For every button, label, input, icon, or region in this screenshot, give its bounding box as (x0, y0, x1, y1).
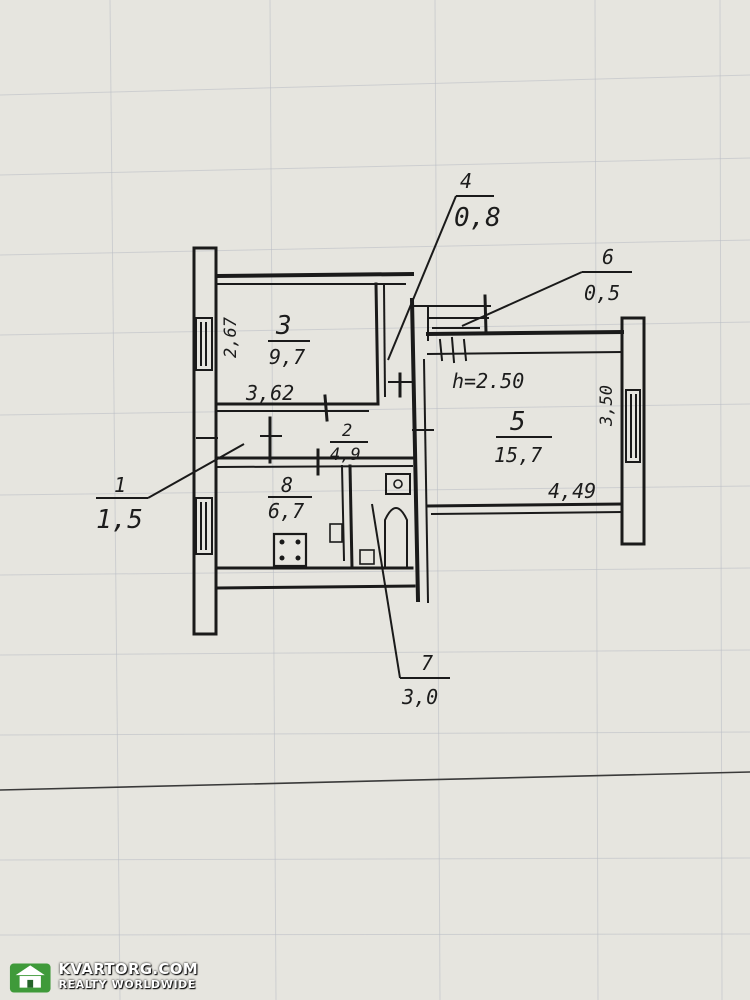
stove-fixture (272, 532, 308, 568)
room-3-area: 9,7 (269, 345, 305, 369)
right-window (625, 389, 641, 463)
left-window-top (195, 317, 213, 371)
watermark-tagline: REALTY WORLDWIDE (58, 978, 197, 991)
room-4-number: 4 (460, 169, 472, 193)
room-3-height-dimension: 2,67 (221, 316, 241, 358)
room-2-number: 2 (342, 421, 352, 441)
sink-fixture (385, 473, 411, 495)
room-7-area: 3,0 (401, 685, 438, 709)
watermark-site-name: KVARTORG.COM (58, 960, 198, 978)
watermark-text: KVARTORG.COM REALTY WORLDWIDE (58, 962, 198, 992)
room-5-width-dimension: 4,49 (548, 479, 596, 503)
room-8-number: 8 (281, 473, 293, 497)
room-1-area: 1,5 (96, 505, 143, 535)
room-1-number: 1 (114, 473, 126, 497)
right-exterior-wall (620, 316, 646, 546)
kvartorg-logo-icon (9, 963, 51, 993)
page-fold-line (0, 771, 750, 791)
left-window-bottom (195, 497, 213, 555)
left-exterior-wall (192, 246, 218, 636)
ceiling-height-label: h=2.50 (452, 369, 524, 393)
leader-lines (96, 195, 632, 679)
room-6-area: 0,5 (584, 281, 620, 305)
room-7-number: 7 (421, 651, 433, 675)
room-labels: 3 9,7 2 4,9 8 6,7 1 1,5 4 0,8 6 0,5 5 15… (96, 169, 620, 709)
walls (192, 246, 646, 636)
room-3-number: 3 (275, 311, 292, 341)
room-2-area: 4,9 (330, 445, 361, 465)
kvartorg-watermark: KVARTORG.COM REALTY WORLDWIDE (8, 958, 198, 996)
room-4-area: 0,8 (454, 203, 501, 233)
room-5-number: 5 (510, 407, 526, 437)
room-6-number: 6 (602, 245, 614, 269)
room-8-area: 6,7 (268, 499, 304, 523)
dimension-labels: 3,62 4,49 2,67 3,50 (221, 316, 617, 503)
room-5-height-dimension: 3,50 (597, 385, 617, 427)
room-3-width-dimension: 3,62 (245, 381, 294, 405)
room-5-area: 15,7 (494, 443, 542, 467)
